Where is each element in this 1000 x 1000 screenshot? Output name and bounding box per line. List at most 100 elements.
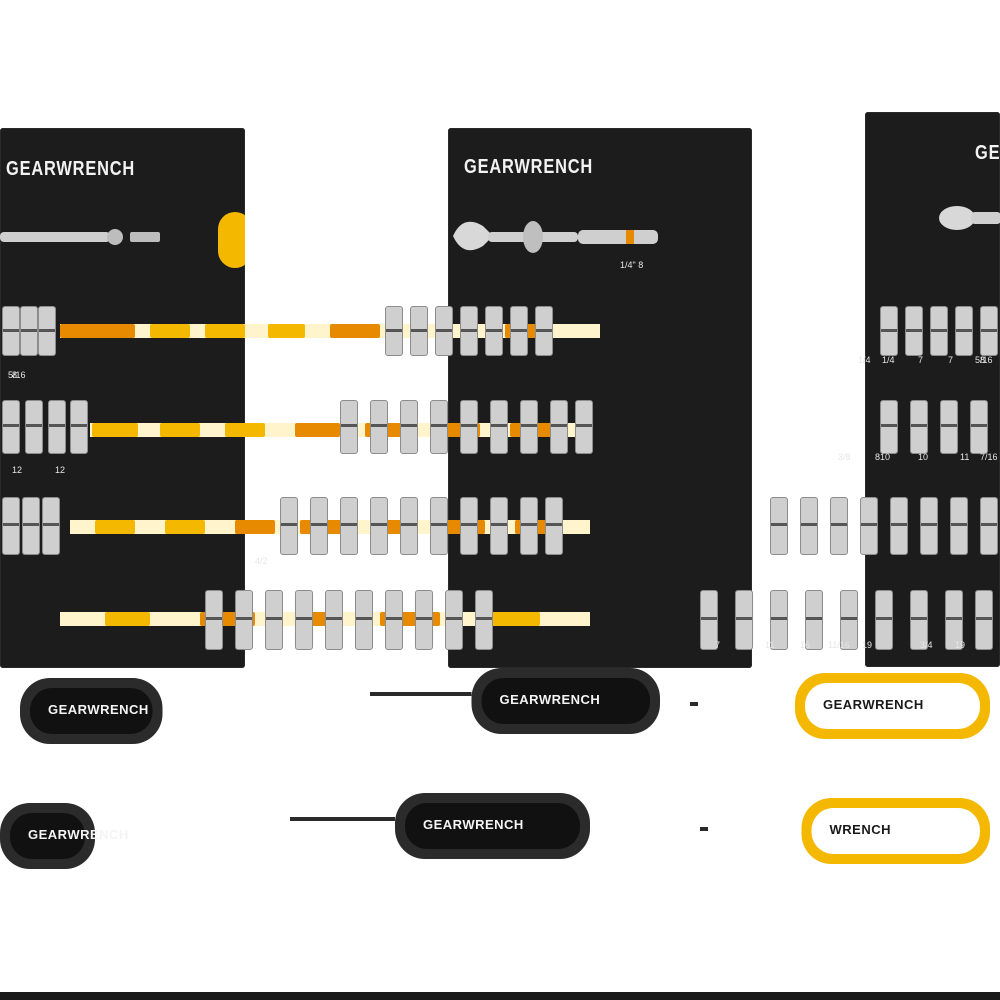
- socket-band: [416, 617, 432, 620]
- socket-band: [831, 523, 847, 526]
- socket: [42, 497, 60, 555]
- socket: [520, 400, 538, 454]
- rail-segment: [105, 612, 150, 626]
- socket: [22, 497, 40, 555]
- socket-size-label: 8: [875, 452, 881, 462]
- socket-size-label: 11: [960, 452, 970, 462]
- socket-band: [39, 329, 55, 332]
- socket-band: [26, 424, 42, 427]
- socket: [910, 400, 928, 454]
- rail-segment: [205, 324, 245, 338]
- socket-band: [701, 617, 717, 620]
- socket-band: [981, 329, 997, 332]
- socket-band: [971, 424, 987, 427]
- socket: [295, 590, 313, 650]
- socket-band: [23, 523, 39, 526]
- socket-band: [326, 617, 342, 620]
- rail-segment: [225, 423, 265, 437]
- socket-band: [236, 617, 252, 620]
- socket-band: [341, 523, 357, 526]
- socket: [770, 590, 788, 650]
- socket-size-label: 7: [715, 640, 721, 650]
- socket: [940, 400, 958, 454]
- socket-band: [401, 424, 417, 427]
- socket-band: [296, 617, 312, 620]
- socket-band: [461, 329, 477, 332]
- socket: [430, 400, 448, 454]
- socket: [430, 497, 448, 555]
- socket: [445, 590, 463, 650]
- screwdriver-brand-label: WRENCH: [829, 822, 891, 837]
- socket: [880, 400, 898, 454]
- socket-band: [386, 329, 402, 332]
- socket-size-label: 3/8: [838, 452, 851, 462]
- screwdriver: GEARWRENCH: [0, 795, 128, 875]
- socket: [535, 306, 553, 356]
- socket-band: [931, 329, 947, 332]
- socket-band: [981, 523, 997, 526]
- right-tool-tray: GEARWRENCH: [865, 112, 1000, 667]
- socket-band: [3, 523, 19, 526]
- screwdriver-brand-label: GEARWRENCH: [48, 702, 149, 717]
- socket-size-label: 11/16: [828, 640, 850, 650]
- socket: [485, 306, 503, 356]
- socket: [945, 590, 963, 650]
- socket: [550, 400, 568, 454]
- socket-band: [461, 523, 477, 526]
- socket-band: [3, 329, 19, 332]
- socket: [48, 400, 66, 454]
- socket: [920, 497, 938, 555]
- socket-band: [431, 523, 447, 526]
- socket-band: [976, 617, 992, 620]
- socket: [830, 497, 848, 555]
- socket: [490, 400, 508, 454]
- socket: [38, 306, 56, 356]
- socket-size-label: 10: [880, 452, 891, 462]
- socket: [385, 306, 403, 356]
- socket-rail: [70, 520, 590, 534]
- socket-size-label: 5/16: [975, 355, 993, 365]
- screwdriver-brand-label: GEARWRENCH: [823, 697, 924, 712]
- socket: [460, 400, 478, 454]
- tool-size-label: 1/4" 8: [620, 260, 644, 270]
- socket: [2, 497, 20, 555]
- socket-size-label: 19: [955, 640, 966, 650]
- socket: [805, 590, 823, 650]
- socket-band: [771, 523, 787, 526]
- socket: [265, 590, 283, 650]
- screwdriver-icon: [20, 678, 163, 744]
- socket-band: [956, 329, 972, 332]
- socket: [415, 590, 433, 650]
- socket-size-label: 16: [800, 640, 811, 650]
- socket-size-label: 8: [12, 370, 18, 380]
- socket: [975, 590, 993, 650]
- socket-band: [841, 617, 857, 620]
- socket-size-label: 12: [12, 465, 23, 475]
- screwdriver: GEARWRENCH: [20, 670, 170, 750]
- socket-band: [881, 329, 897, 332]
- socket-band: [546, 523, 562, 526]
- socket-band: [771, 617, 787, 620]
- socket: [490, 497, 508, 555]
- rail-segment: [150, 324, 190, 338]
- tray-logo: GEARWRENCH: [464, 156, 594, 178]
- socket-band: [906, 329, 922, 332]
- rail-segment: [295, 423, 340, 437]
- screwdriver-icon: [370, 668, 660, 734]
- socket: [70, 400, 88, 454]
- socket: [435, 306, 453, 356]
- socket-band: [521, 523, 537, 526]
- tray-logo: GEARWRENCH: [6, 158, 136, 180]
- socket: [400, 497, 418, 555]
- socket-band: [576, 424, 592, 427]
- socket: [970, 400, 988, 454]
- socket: [910, 590, 928, 650]
- socket-band: [401, 523, 417, 526]
- socket: [2, 400, 20, 454]
- socket-size-label: 5/16: [8, 370, 26, 380]
- socket-size-label: 7: [918, 355, 924, 365]
- ratchet-icon: [453, 221, 658, 253]
- rail-segment: [160, 423, 200, 437]
- socket: [235, 590, 253, 650]
- rail-segment: [92, 423, 138, 437]
